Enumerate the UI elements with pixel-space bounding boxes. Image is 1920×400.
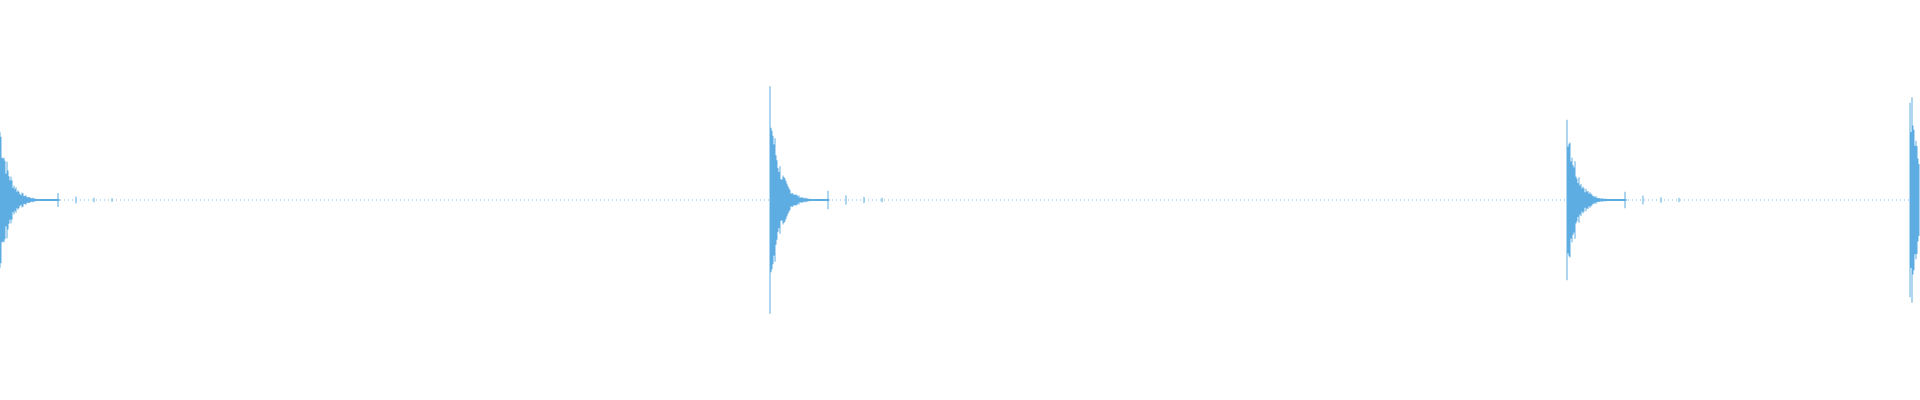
waveform-trace <box>0 86 1920 314</box>
waveform-transient-2 <box>769 86 883 314</box>
waveform-transient-4 <box>1909 97 1920 303</box>
waveform-transient-3 <box>1566 119 1680 281</box>
waveform-transient-1 <box>0 132 113 268</box>
